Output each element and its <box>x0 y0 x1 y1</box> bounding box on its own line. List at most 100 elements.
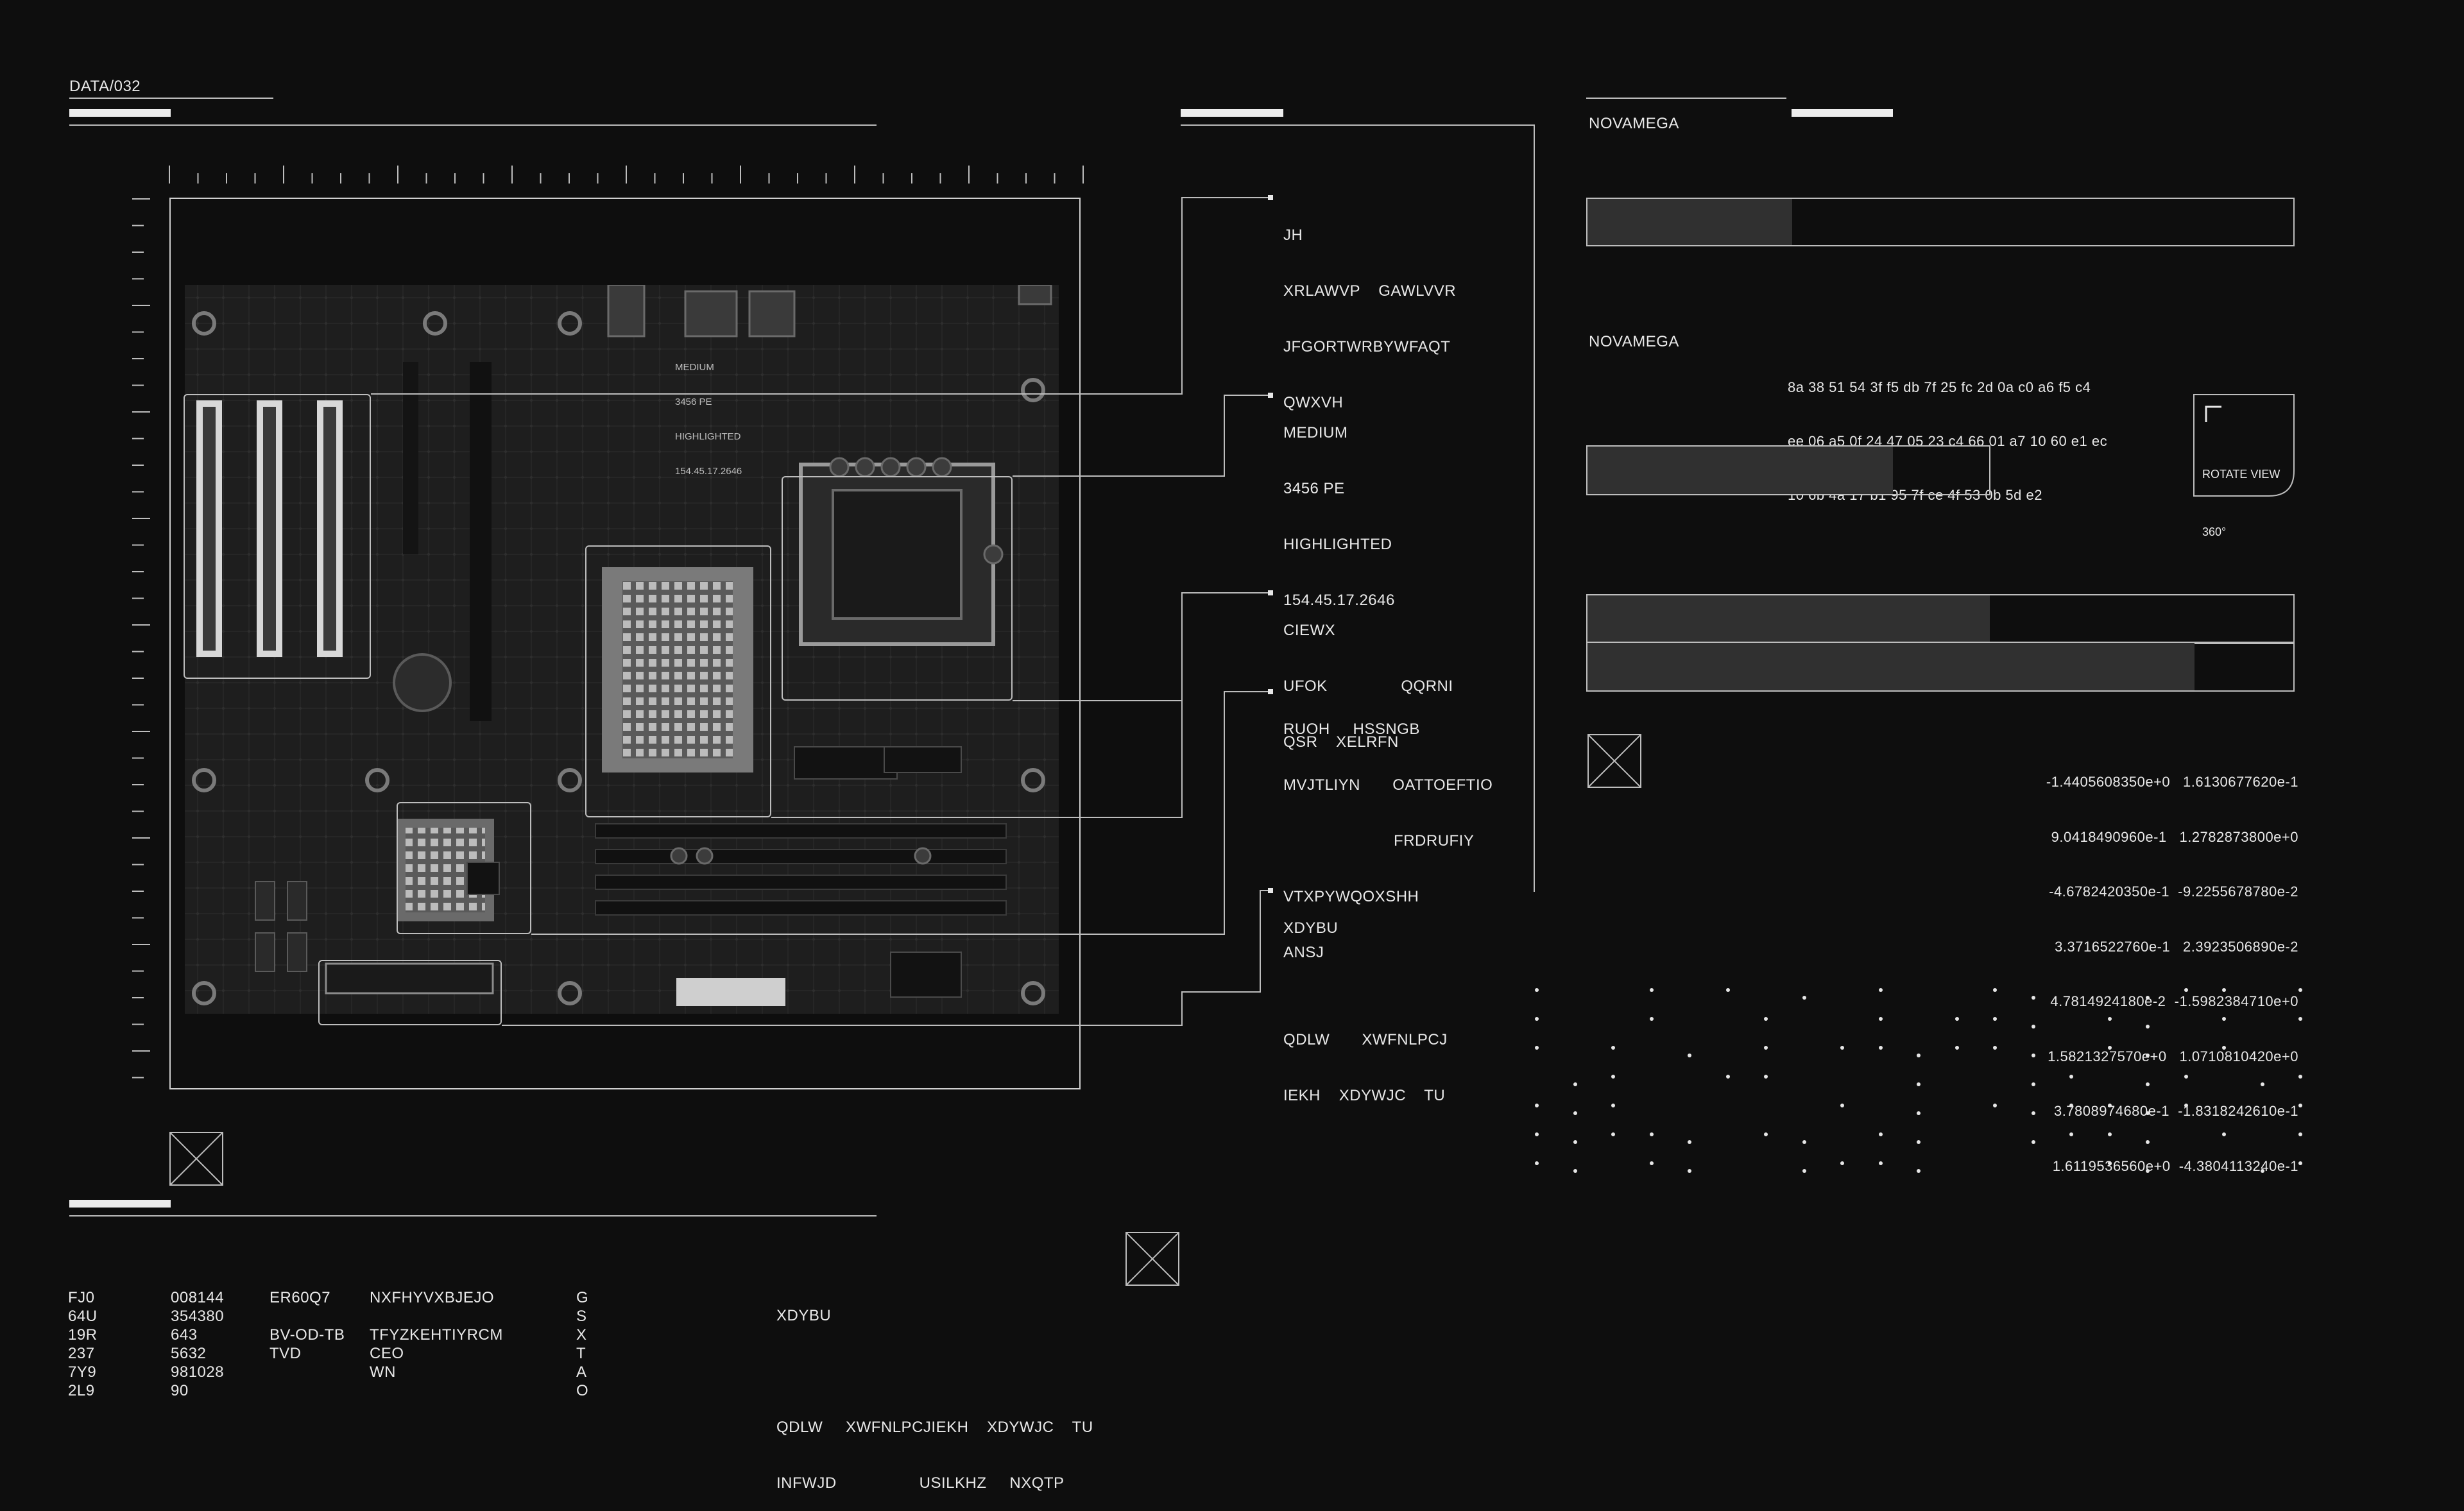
callout-1-line: QWXVH <box>1283 394 1344 411</box>
table-row: 64U 354380 S <box>68 1307 588 1326</box>
matrix-dot <box>1802 996 1806 1000</box>
table-cell <box>270 1381 370 1400</box>
level-bar-2 <box>1586 445 1990 495</box>
matrix-dot <box>2222 1046 2226 1050</box>
header-left-accent-bar <box>69 109 171 117</box>
highlight-ide-connector[interactable] <box>318 960 502 1025</box>
callout-5-title: XDYBU <box>1283 919 1339 937</box>
matrix-dot <box>1878 1132 1883 1136</box>
placeholder-image-icon <box>1125 1232 1179 1286</box>
callout-3: CIEWX UFOK QQRNI QSR XELRFN <box>1283 584 1453 770</box>
matrix-dot <box>2298 1161 2302 1165</box>
matrix-dot <box>2146 1140 2150 1144</box>
left-ruler <box>132 198 150 1079</box>
matrix-dot <box>1611 1075 1615 1079</box>
matrix-dot <box>2222 1132 2226 1136</box>
callout-5-line: QDLW XWFNLPCJ <box>1283 1031 1448 1048</box>
matrix-dot <box>2031 1025 2035 1029</box>
callout-2-line: 3456 PE <box>1283 480 1345 497</box>
callout-2-title: MEDIUM <box>1283 424 1348 441</box>
matrix-dot <box>2107 1161 2112 1165</box>
bottom-mid-title: XDYBU <box>776 1307 832 1324</box>
matrix-dot <box>1802 1140 1806 1144</box>
matrix-dot <box>2146 996 2150 1000</box>
matrix-dot <box>1611 1046 1615 1050</box>
table-cell <box>270 1307 370 1326</box>
callout-connectors <box>371 195 1273 1026</box>
table-cell: 643 <box>171 1326 198 1344</box>
center-vertical-divider <box>1534 124 1535 892</box>
matrix-dot <box>2298 1075 2302 1079</box>
matrix-dot <box>1993 1046 1997 1050</box>
matrix-dot <box>1840 1104 1844 1107</box>
hex-dump: 8a 38 51 54 3f f5 db 7f 25 fc 2d 0a c0 a… <box>1788 343 2107 522</box>
highlight-pci-slots[interactable] <box>184 394 371 679</box>
board-viewport-frame[interactable] <box>169 198 1081 1089</box>
callout-1: JH XRLAWVP GAWLVVR JFGORTWRBYWFAQT QWXVH <box>1283 189 1456 431</box>
table-cell: 981028 <box>171 1363 225 1381</box>
callout-2-line: HIGHLIGHTED <box>1283 536 1392 553</box>
table-cell: ER60Q7 <box>270 1289 331 1306</box>
rotate-view-button[interactable]: ROTATE VIEW 360° <box>2193 394 2295 538</box>
matrix-dot <box>1535 1104 1539 1107</box>
callout-2-line: 154.45.17.2646 <box>1283 592 1395 609</box>
numeric-readout: -1.4405608350e+0 1.6130677620e-1 9.04184… <box>2046 737 2298 1194</box>
matrix-dot <box>1573 1111 1577 1115</box>
callout-1-line: JFGORTWRBYWFAQT <box>1283 338 1451 355</box>
data-table: FJ0 008144 ER60Q7 NXFHYVXBJEJO G 64U 354… <box>68 1288 588 1400</box>
matrix-dot <box>2146 1111 2150 1115</box>
callout-2: MEDIUM 3456 PE HIGHLIGHTED 154.45.17.264… <box>1283 386 1395 628</box>
matrix-dot <box>1993 1017 1997 1021</box>
table-cell <box>370 1307 576 1326</box>
table-cell: 354380 <box>171 1308 225 1325</box>
rotate-view-degrees: 360° <box>2202 525 2227 538</box>
numeric-row: 3.3716522760e-1 2.3923506890e-2 <box>2055 938 2298 955</box>
matrix-dot <box>2146 1054 2150 1057</box>
table-cell: T <box>576 1345 586 1362</box>
board-label-line-2: 3456 PE <box>675 397 712 407</box>
numeric-row: 1.5821327570e+0 1.0710810420e+0 <box>2048 1048 2298 1064</box>
matrix-dot <box>1878 1017 1883 1021</box>
table-row: 7Y9 981028 WN A <box>68 1363 588 1381</box>
matrix-dot <box>1878 1046 1883 1050</box>
matrix-dot <box>1725 988 1730 992</box>
matrix-dot <box>2107 1104 2112 1107</box>
matrix-dot <box>2298 1017 2302 1021</box>
level-bar-4 <box>1586 642 2295 692</box>
highlight-northbridge[interactable] <box>585 545 771 817</box>
table-cell: TFYZKEHTIYRCM <box>370 1326 503 1344</box>
numeric-row: 1.6119536560e+0 -4.3804113240e-1 <box>2052 1157 2298 1174</box>
callout-4: RUOH HSSNGB MVJTLIYN OATTOEFTIO FRDRUFIY… <box>1283 683 1493 980</box>
matrix-dot <box>2069 1104 2073 1107</box>
rotate-view-frame <box>2193 394 2295 497</box>
matrix-dot <box>1535 1017 1539 1021</box>
center-accent-bar <box>1181 109 1283 117</box>
bottom-mid-spacer <box>776 1362 1093 1381</box>
table-row: 2L9 90 O <box>68 1381 588 1400</box>
matrix-dot <box>2184 988 2188 992</box>
matrix-dot <box>2069 1132 2073 1136</box>
center-divider <box>1181 124 1535 126</box>
motherboard-image: MEDIUM 3456 PE HIGHLIGHTED 154.45.17.264… <box>185 284 1059 1014</box>
table-cell: X <box>576 1326 587 1344</box>
callout-5: XDYBU QDLW XWFNLPCJ IEKH XDYWJC TU <box>1283 882 1448 1123</box>
highlight-cpu-socket[interactable] <box>782 476 1013 701</box>
matrix-dot <box>1764 1132 1768 1136</box>
matrix-dot <box>1535 1132 1539 1136</box>
table-cell: 237 <box>68 1345 95 1362</box>
right-header-underline <box>1586 98 1786 99</box>
bottom-mid-line: INFWJD USILKHZ NXQTP <box>776 1474 1065 1492</box>
matrix-dot <box>1688 1169 1691 1173</box>
highlight-southbridge[interactable] <box>397 802 531 934</box>
board-overlay-label: MEDIUM 3456 PE HIGHLIGHTED 154.45.17.264… <box>675 339 742 500</box>
matrix-dot <box>2031 996 2035 1000</box>
matrix-dot <box>1535 1046 1539 1050</box>
level-bar-4-fill <box>1587 643 2194 690</box>
callout-4-title: RUOH HSSNGB <box>1283 721 1420 738</box>
matrix-dot <box>2146 1169 2150 1173</box>
top-ruler <box>169 166 1084 184</box>
bottom-accent-bar <box>69 1200 171 1208</box>
right-accent-bar <box>1792 109 1893 117</box>
bottom-divider <box>69 1215 877 1216</box>
table-cell: CEO <box>370 1345 404 1362</box>
